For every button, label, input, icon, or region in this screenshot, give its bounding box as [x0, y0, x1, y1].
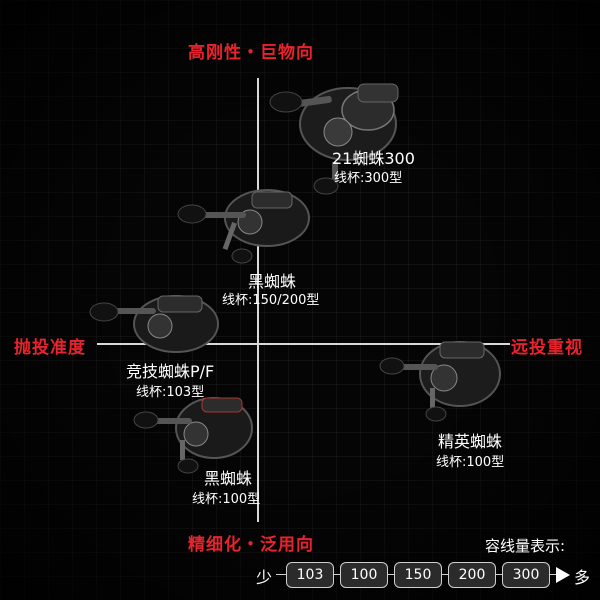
legend-connector: [334, 574, 340, 575]
product-name: 竞技蜘蛛P/F: [126, 362, 215, 381]
product-spec: 线杯:100型: [436, 455, 505, 470]
legend-pill: 300: [502, 562, 550, 588]
axis-label-top: 高刚性・巨物向: [188, 43, 314, 63]
axis-label-right: 远投重视: [511, 338, 583, 358]
product-name: 黑蜘蛛: [204, 469, 253, 488]
legend-pill: 150: [394, 562, 442, 588]
axis-label-bottom: 精细化・泛用向: [188, 535, 314, 555]
legend-pill: 200: [448, 562, 496, 588]
product-spec: 线杯:150/200型: [222, 293, 320, 308]
legend-less: 少: [256, 568, 273, 587]
product-name: 黑蜘蛛: [248, 272, 297, 291]
legend-title: 容线量表示:: [485, 537, 566, 555]
reel-image-competition-spider: [89, 295, 219, 353]
vertical-axis: [257, 78, 259, 522]
reel-image-black-spider-100: [133, 397, 253, 474]
product-spec: 线杯:100型: [192, 492, 261, 507]
product-spec: 线杯:300型: [334, 171, 403, 186]
reel-image-elite-spider: [379, 341, 501, 422]
legend-connector: [496, 574, 502, 575]
legend-connector: [276, 574, 286, 575]
product-spec: 线杯:103型: [136, 385, 205, 400]
axis-label-left: 抛投准度: [14, 338, 86, 358]
legend-pill: 103: [286, 562, 334, 588]
reel-image-black-spider-150: [177, 189, 310, 264]
horizontal-axis: [97, 343, 510, 345]
legend-connector: [388, 574, 394, 575]
arrow-right-icon: [556, 567, 570, 583]
product-name: 21蜘蛛300: [332, 149, 415, 168]
reel-image-21-spider-300: [269, 83, 399, 195]
product-name: 精英蜘蛛: [438, 432, 503, 451]
legend-connector: [442, 574, 448, 575]
legend-connector: [550, 574, 556, 575]
legend-pill: 100: [340, 562, 388, 588]
legend-more: 多: [574, 568, 591, 587]
